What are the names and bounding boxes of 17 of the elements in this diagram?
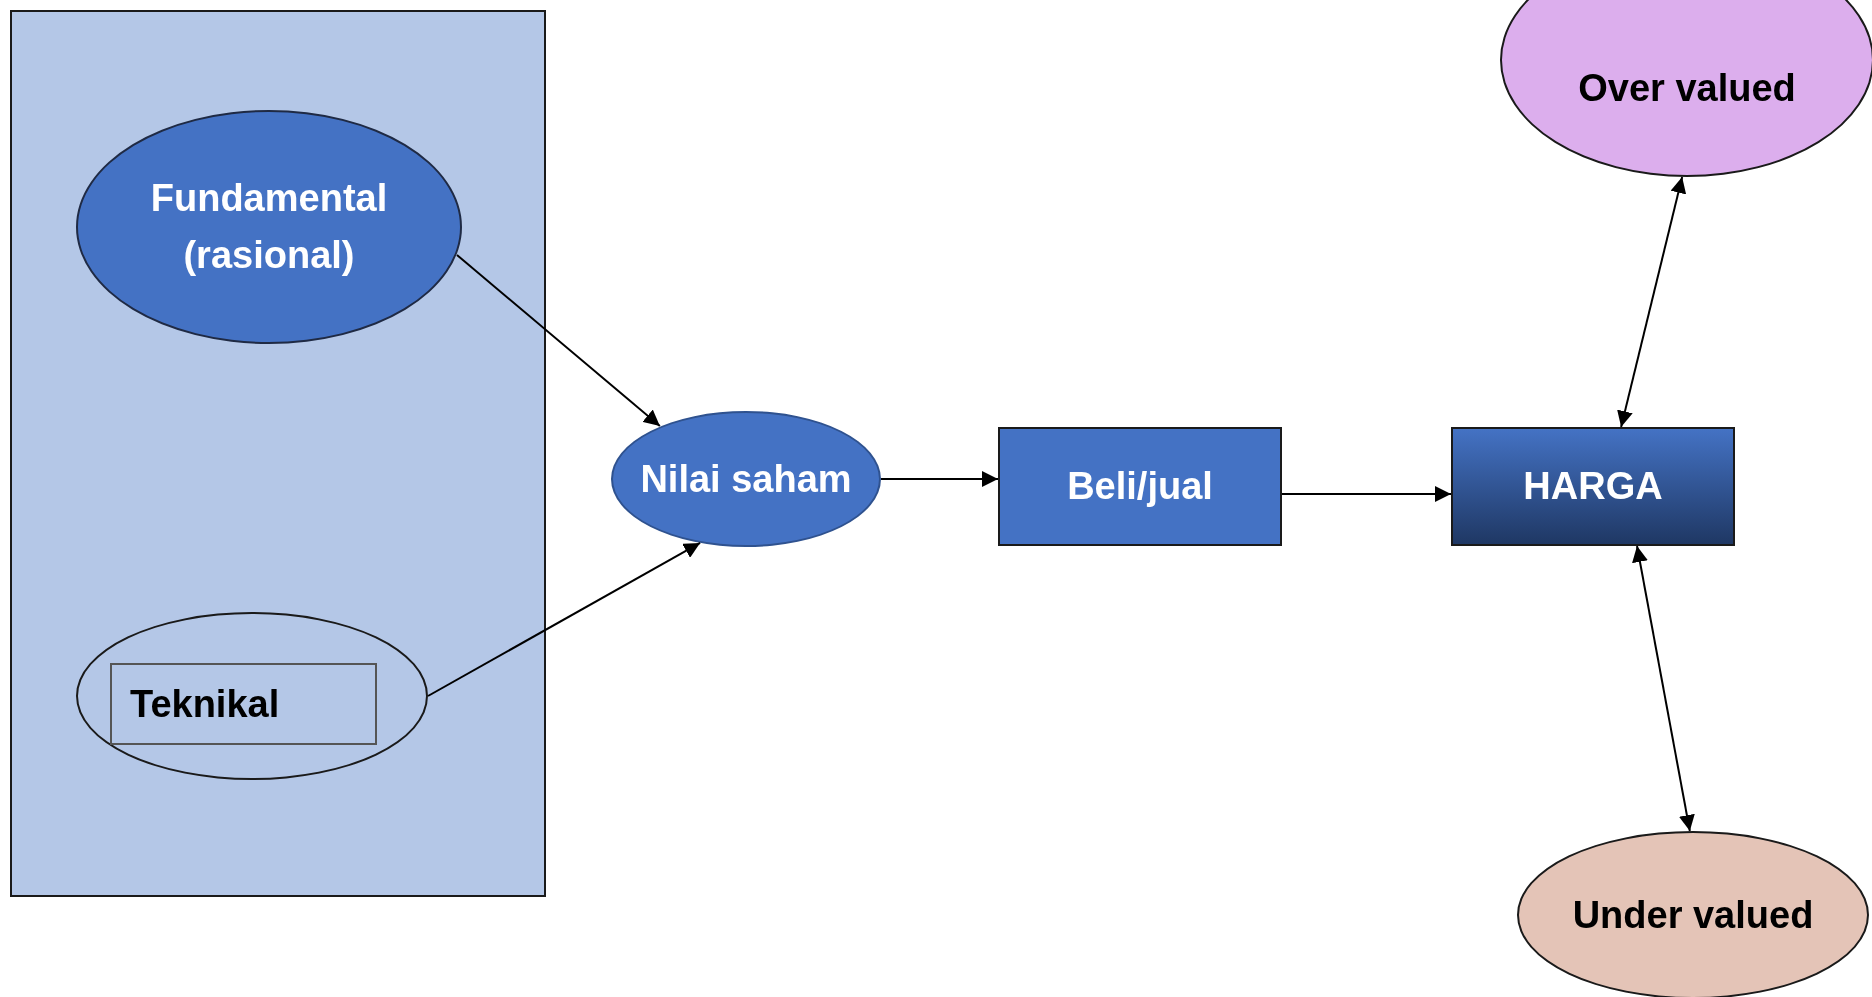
node-label: Under valued: [1572, 892, 1814, 938]
node-label: Teknikal: [130, 681, 280, 727]
panel-background: [10, 10, 546, 897]
process-box: [1451, 427, 1735, 546]
node-label: Nilai saham: [640, 456, 852, 502]
arrow: [456, 254, 661, 427]
arrow: [880, 471, 999, 487]
node-label: Fundamental (rasional): [149, 176, 389, 278]
node-label: HARGA: [1523, 464, 1663, 509]
arrow: [1632, 545, 1695, 832]
node-label: Over valued: [1578, 66, 1796, 111]
process-box: [998, 427, 1282, 546]
node-label: Beli/jual: [1067, 464, 1213, 509]
arrow: [427, 541, 702, 697]
arrow: [1281, 486, 1452, 502]
process-box: [110, 663, 377, 745]
arrow: [1617, 176, 1687, 428]
